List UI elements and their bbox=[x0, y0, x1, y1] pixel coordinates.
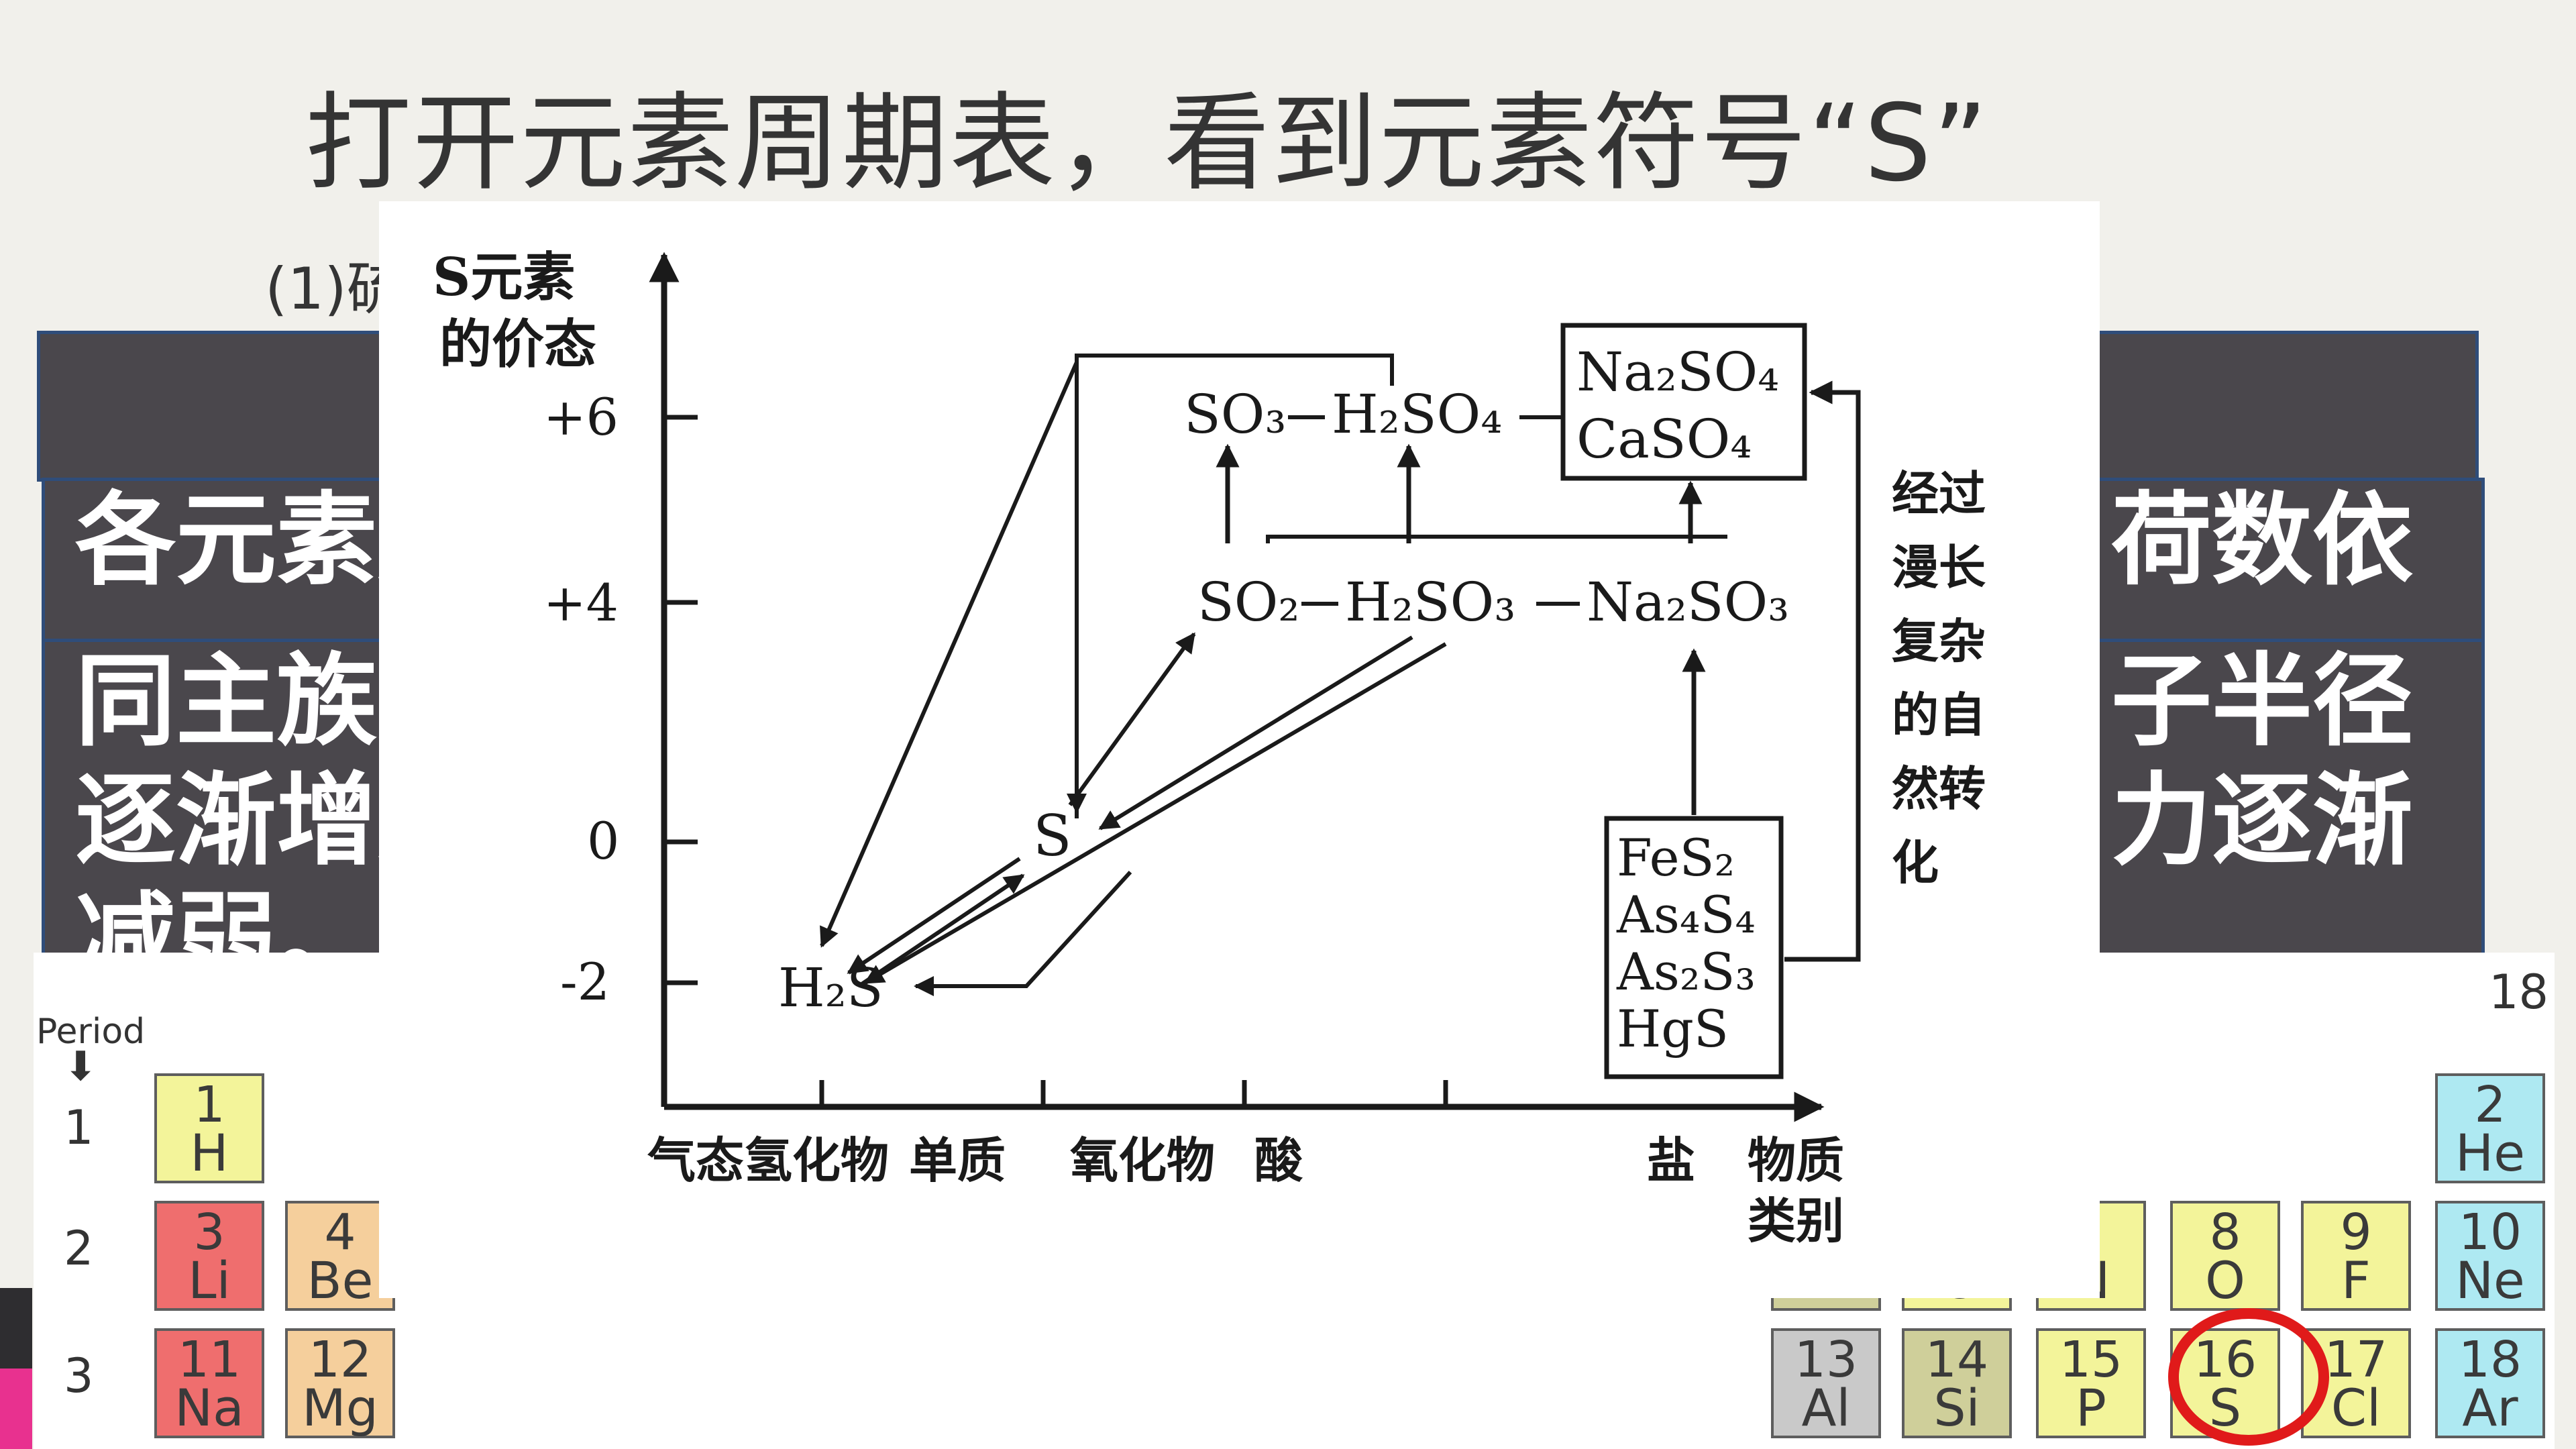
period-2-label: 2 bbox=[64, 1221, 94, 1276]
mineral-box bbox=[1604, 816, 1784, 1079]
left-edge-accent-bar bbox=[0, 1368, 32, 1449]
arrow-h2s-to-s bbox=[857, 873, 1025, 988]
x-category-oxide: 氧化物 bbox=[1070, 1132, 1215, 1189]
sulfur-valence-diagram: S元素 的价态 +6 +4 0 -2 气态氢化物 单质 氧化物 酸 盐 物质 类… bbox=[379, 201, 2100, 1298]
node-h2so4: H₂SO₄ bbox=[1332, 383, 1502, 445]
node-na2so4: Na₂SO₄ bbox=[1576, 341, 1779, 403]
x-category-hydride: 气态氢化物 bbox=[647, 1132, 889, 1189]
x-category-salt: 盐 bbox=[1647, 1132, 1695, 1189]
arrow-s-to-h2s bbox=[847, 857, 1021, 975]
side-note-line-3: 复杂 bbox=[1892, 613, 1986, 669]
slide-title: 打开元素周期表，看到元素符号“S” bbox=[305, 82, 1990, 205]
arrow-natural-transformation bbox=[1784, 380, 1861, 962]
side-note-line-2: 漫长 bbox=[1892, 539, 1986, 595]
period-label: Period bbox=[36, 1012, 146, 1052]
y-axis-label-line1: S元素 bbox=[433, 247, 575, 308]
arrow-to-h2s-bottom bbox=[914, 870, 1132, 996]
side-note-line-5: 然转 bbox=[1892, 761, 1986, 816]
y-tick-plus6: +6 bbox=[543, 387, 619, 447]
link-plus4-row bbox=[1266, 535, 1727, 543]
sulfur-highlight-circle bbox=[2168, 1308, 2329, 1446]
y-tick-plus4: +4 bbox=[543, 573, 619, 633]
node-na2so3: Na₂SO₃ bbox=[1587, 571, 1789, 633]
y-tick-0: 0 bbox=[587, 811, 619, 871]
x-axis-label-line2: 类别 bbox=[1748, 1192, 1844, 1249]
node-so3: SO₃ bbox=[1184, 383, 1286, 445]
node-so2: SO₂ bbox=[1197, 571, 1299, 633]
arrow-h2so3-to-h2s bbox=[863, 642, 1447, 985]
node-hgs: HgS bbox=[1617, 999, 1729, 1059]
node-s: S bbox=[1033, 803, 1072, 869]
period-3-label: 3 bbox=[64, 1348, 94, 1403]
band2-line-1-right: 子半径 bbox=[2111, 643, 2414, 760]
x-category-acid: 酸 bbox=[1254, 1132, 1303, 1189]
node-h2so3: H₂SO₃ bbox=[1345, 571, 1515, 633]
y-tick-group bbox=[664, 415, 698, 985]
band2-line-2-right: 力逐渐 bbox=[2111, 763, 2414, 879]
y-axis-label-line2: 的价态 bbox=[439, 314, 596, 375]
x-category-element: 单质 bbox=[909, 1132, 1006, 1189]
x-axis-label-line1: 物质 bbox=[1748, 1132, 1844, 1189]
y-tick-minus2: -2 bbox=[560, 952, 610, 1012]
node-fes2: FeS₂ bbox=[1617, 828, 1735, 888]
down-arrow-icon: ⬇ bbox=[64, 1043, 98, 1090]
side-note-line-6: 化 bbox=[1892, 835, 1939, 890]
arrow-s-to-so2 bbox=[1068, 632, 1196, 806]
left-edge-dark-strip bbox=[0, 1288, 32, 1368]
band1-right-text: 荷数依 bbox=[2111, 482, 2414, 599]
side-note-line-4: 的自 bbox=[1892, 687, 1986, 743]
x-tick-group bbox=[819, 1080, 1448, 1107]
arrow-h2so3-to-s bbox=[1098, 635, 1413, 830]
period-1-label: 1 bbox=[64, 1100, 94, 1155]
side-note-line-1: 经过 bbox=[1892, 466, 1986, 521]
diagram-svg: S元素 的价态 +6 +4 0 -2 气态氢化物 单质 氧化物 酸 盐 物质 类… bbox=[433, 247, 1986, 1249]
node-h2s: H₂S bbox=[778, 957, 883, 1019]
node-as4s4: As₄S₄ bbox=[1616, 885, 1756, 945]
arrow-h2so4-to-h2s bbox=[820, 361, 1079, 948]
sulfate-salt-box bbox=[1560, 323, 1807, 481]
group-18-label: 18 bbox=[2489, 965, 2549, 1020]
node-as2s3: As₂S₃ bbox=[1616, 942, 1756, 1002]
side-note: 经过 漫长 复杂 的自 然转 化 bbox=[1892, 466, 1986, 890]
node-caso4: CaSO₄ bbox=[1576, 408, 1752, 470]
